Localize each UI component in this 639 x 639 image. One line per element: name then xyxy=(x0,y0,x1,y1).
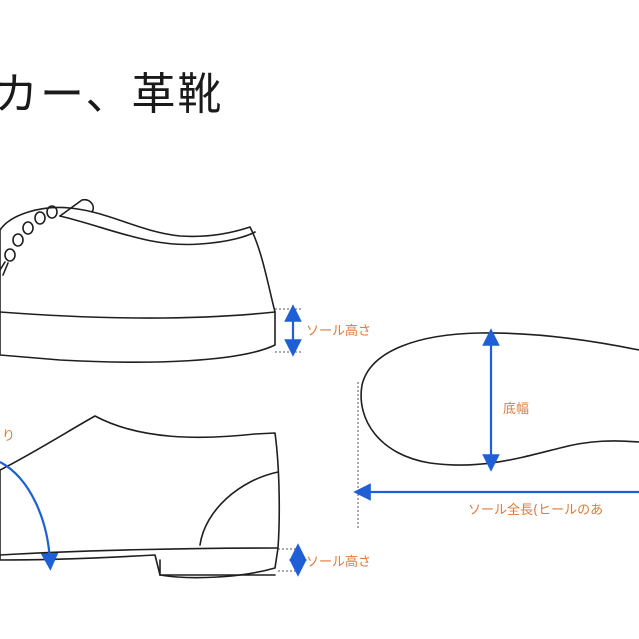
sneaker-sole-guide xyxy=(275,308,302,353)
sneaker-sole-height-label: ソール高さ xyxy=(306,323,371,339)
sole-top-view xyxy=(360,332,639,466)
leather-shoe-outline xyxy=(0,415,281,579)
leather-sole-height-label: ソール高さ xyxy=(306,554,371,570)
partial-label-top-left: り xyxy=(2,429,15,444)
sneaker-outline xyxy=(0,198,276,363)
sole-width-label: 底幅 xyxy=(503,401,529,417)
sole-length-label: ソール全長(ヒールのあ xyxy=(468,502,603,518)
page-title: カー、革靴 xyxy=(0,69,224,120)
foot-girth-arrow xyxy=(0,461,59,571)
